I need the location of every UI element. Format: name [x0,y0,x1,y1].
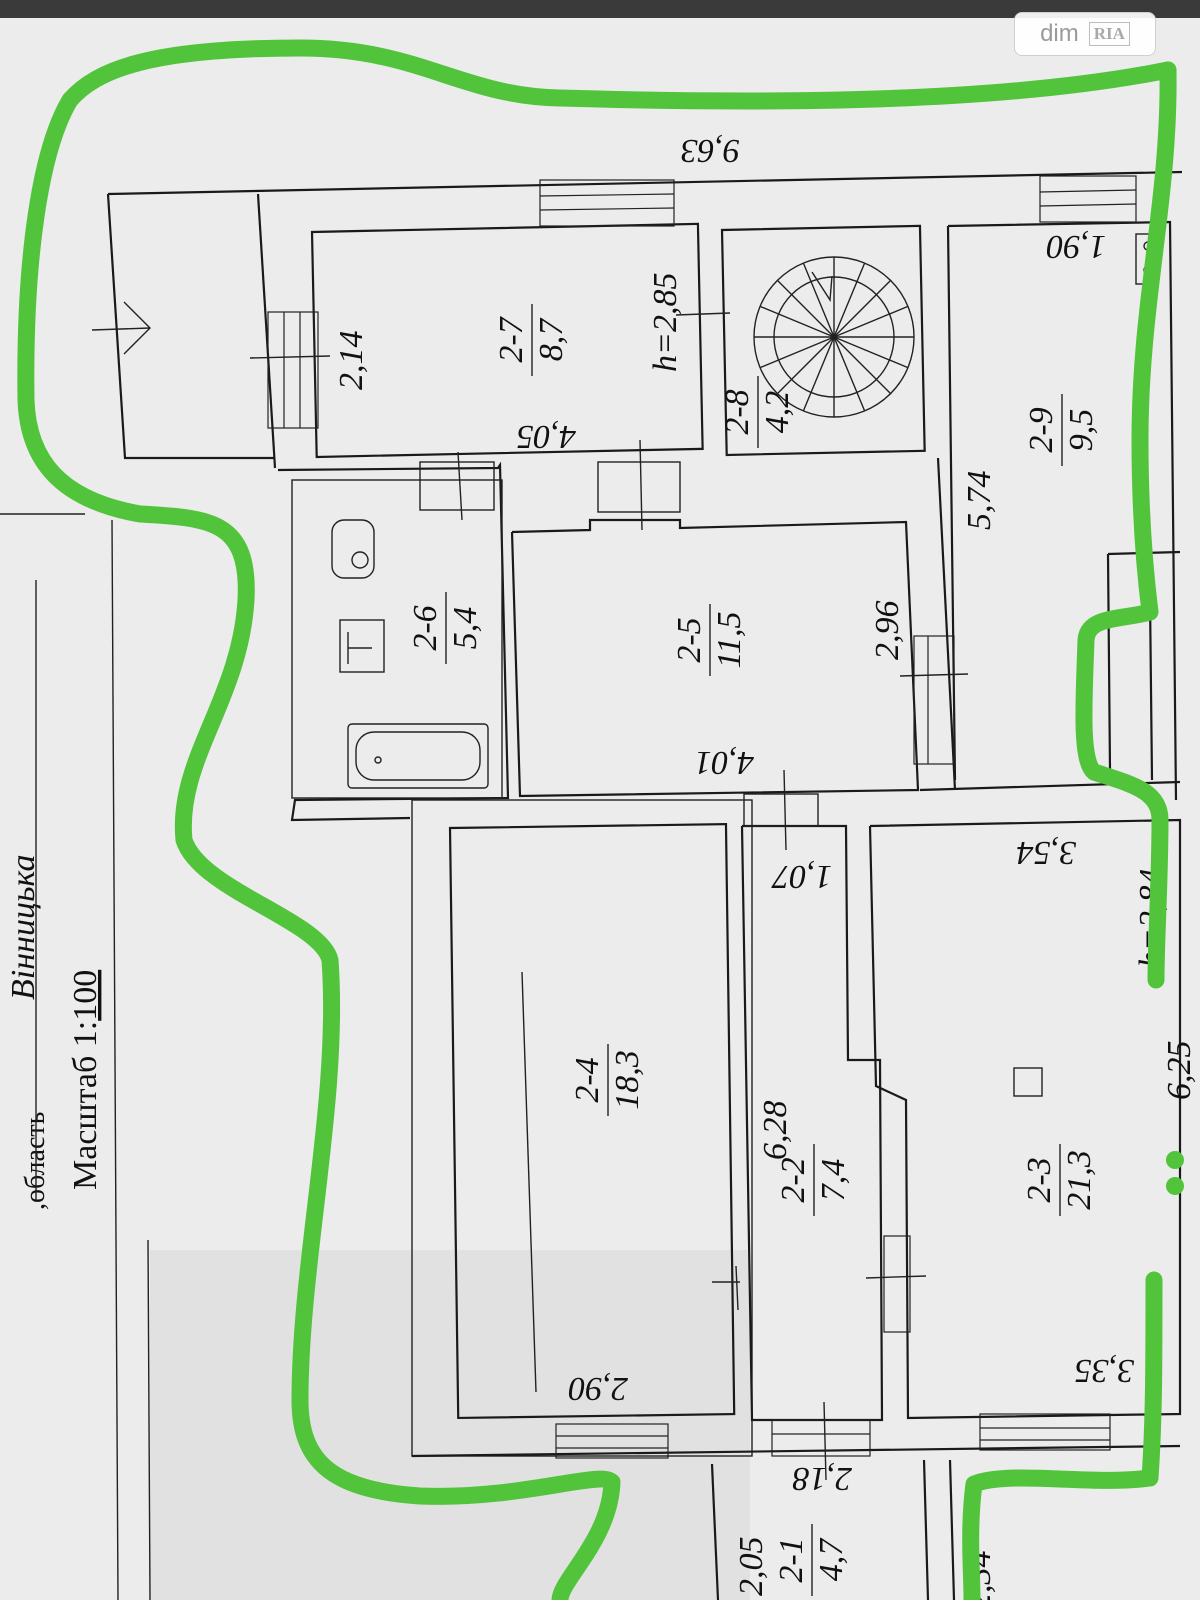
dim-2-2-length: 6,28 [757,1101,794,1161]
dim-2-9-width: 1,90 [1047,228,1107,265]
room-area: 21,3 [1061,1150,1098,1210]
highlight-dot [1166,1177,1184,1195]
walls [106,170,1183,1600]
room-id: 2-9 [1023,407,1060,452]
scale-value: 100 [67,970,104,1021]
room-area: 9,5 [1063,409,1100,452]
bathtub-icon [347,723,489,789]
document-border-lines [0,513,151,1600]
highlight-outline-bottom-right [962,1271,1163,1600]
window-right-2-3 [883,1235,911,1333]
dim-2-3-width-bottom: 3,35 [1075,1352,1136,1389]
dim-2-3-width: 3,54 [1017,834,1078,871]
sink-icon [339,619,385,673]
window-left-2-7 [267,311,319,429]
windows [267,175,1137,1459]
dim-2-7-length: 4,05 [517,418,577,455]
watermark-ria-logo: RIA [1088,22,1130,46]
dim-ceiling-height: h=2,85 [647,273,684,372]
dim-2-4-width: 2,90 [569,1370,629,1407]
watermark-dim: dim [1040,20,1079,47]
window-top-2-7 [539,179,675,227]
scale-caption: Масштаб 1:100 [67,970,104,1190]
room-id: 2-2 [775,1157,812,1202]
room-area: 8,7 [533,317,570,362]
room-id: 2-6 [407,605,444,650]
dim-2-1-length: 2,05 [733,1537,770,1597]
room-area: 18,3 [609,1050,646,1110]
dim-top-length: 9,63 [681,132,741,169]
room-area: 4,2 [759,391,796,434]
room-id: 2-5 [671,617,708,662]
dim-2-9-length: 5,74 [961,471,998,531]
spiral-stair-icon [753,256,915,418]
window-right-2-5 [913,635,955,765]
highlight-outline-right [1075,61,1177,989]
dim-corridor-width: 1,07 [771,858,833,895]
entrance-arrow-icon [91,301,151,355]
room-id: 2-3 [1021,1157,1058,1202]
room-area: 11,5 [711,612,748,669]
dim-right-partial: 6,25 [1161,1041,1198,1101]
chimney-icon [1013,1067,1043,1097]
dim-2-7-width: 2,14 [333,331,370,391]
window-bottom-2-4 [555,1423,669,1459]
watermark-badge: dim RIA [1014,12,1156,56]
room-area: 7,4 [815,1159,852,1202]
room-id: 2-1 [773,1537,810,1582]
room-id: 2-7 [493,315,530,362]
dim-2-5-length: 4,01 [695,744,755,781]
room-2-4-divider-line [521,971,537,1393]
highlight-dot [1166,1151,1184,1169]
dim-2-1-width: 2,18 [793,1460,853,1497]
dim-2-5-width: 2,96 [869,601,906,661]
toilet-icon [331,519,375,579]
room-id: 2-8 [719,389,756,434]
room-area: 4,7 [813,1537,850,1582]
window-top-2-9 [1039,175,1137,223]
scale-label: Масштаб 1: [67,1021,104,1190]
dimension-labels: 9,63 2,14 h=2,85 4,05 1,90 5,74 2,96 4,0… [333,132,1198,1600]
room-area: 5,4 [447,607,484,650]
highlight-outline [17,39,1177,1600]
window-bottom-2-3 [979,1413,1111,1451]
doorways [249,312,969,1481]
svg-text:Масштаб 1:100: Масштаб 1:100 [67,970,104,1190]
window-bottom-2-2 [771,1419,871,1457]
room-id: 2-4 [569,1057,606,1102]
